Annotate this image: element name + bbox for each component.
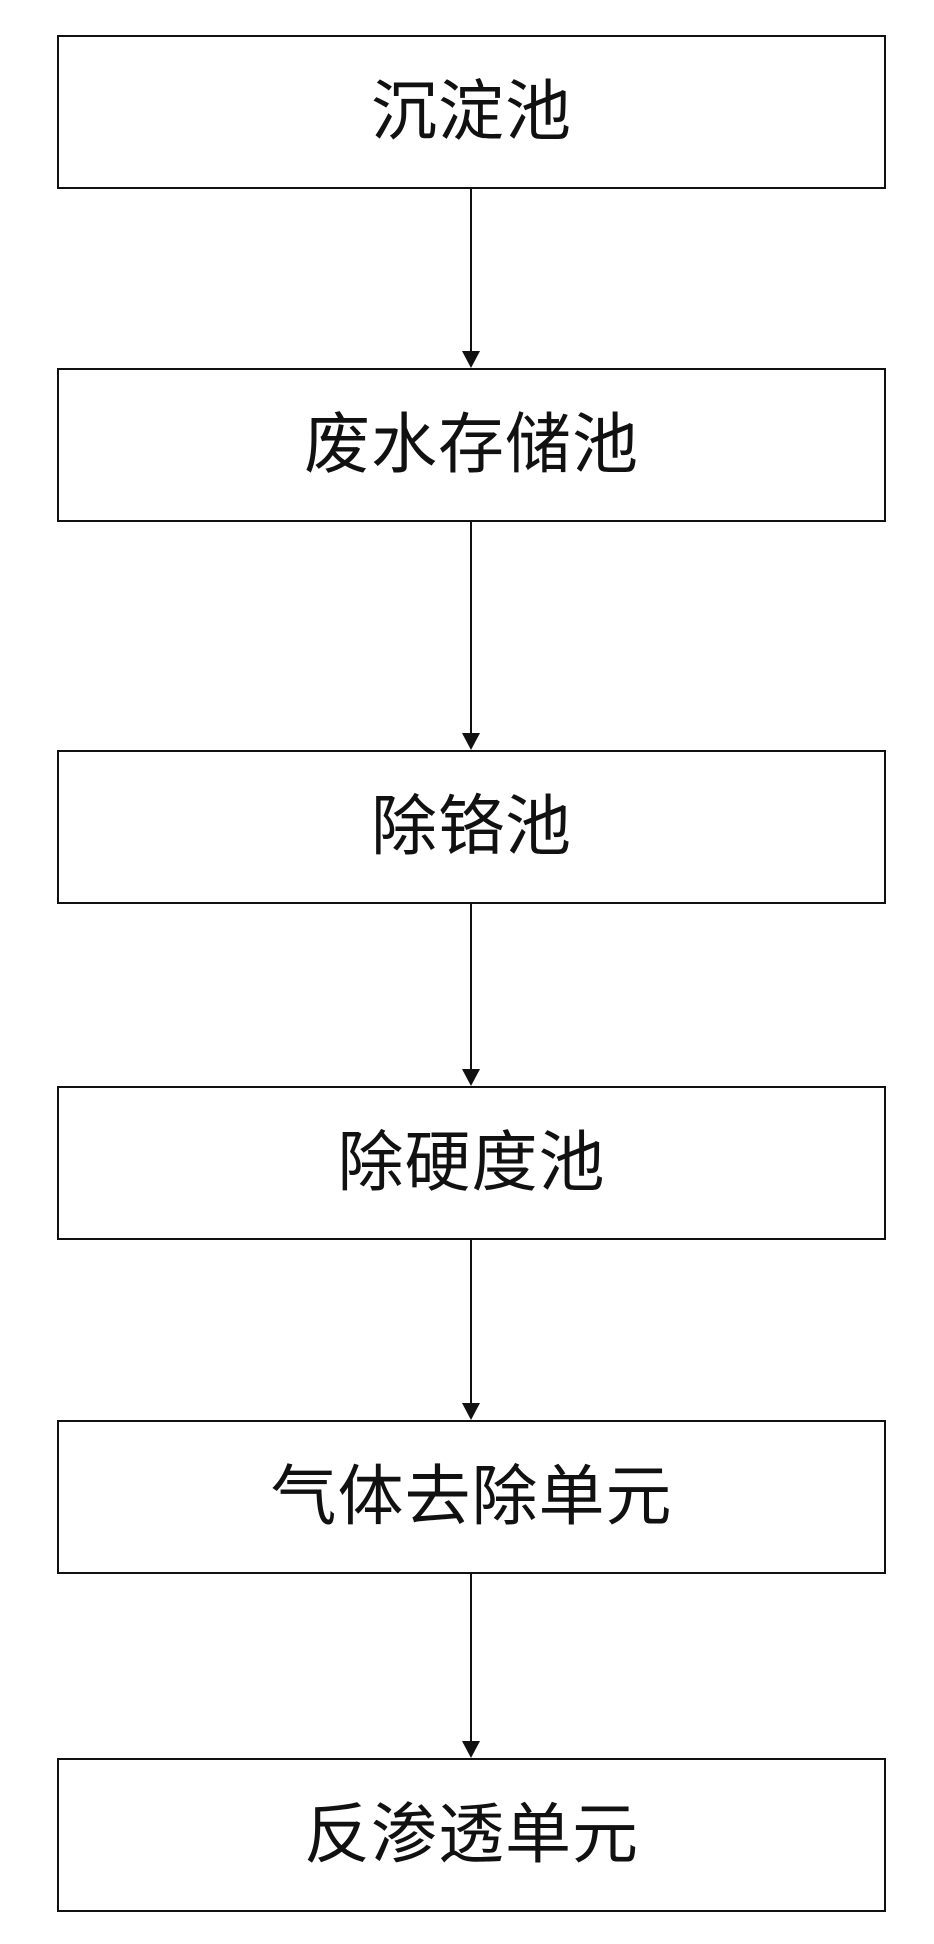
step-label: 气体去除单元 <box>270 1458 673 1535</box>
step-label: 反渗透单元 <box>304 1796 639 1873</box>
arrow-line <box>470 1240 472 1404</box>
arrow-down-icon <box>462 351 480 368</box>
flow-arrow-2 <box>462 522 480 750</box>
step-box-wastewater-storage-tank: 废水存储池 <box>57 368 886 522</box>
arrow-line <box>470 1574 472 1742</box>
step-label: 除铬池 <box>371 788 572 865</box>
arrow-line <box>470 904 472 1070</box>
arrow-down-icon <box>462 733 480 750</box>
arrow-down-icon <box>462 1741 480 1758</box>
step-box-gas-removal-unit: 气体去除单元 <box>57 1420 886 1574</box>
flow-arrow-1 <box>462 189 480 368</box>
arrow-down-icon <box>462 1403 480 1420</box>
step-label: 沉淀池 <box>371 73 572 150</box>
flow-arrow-3 <box>462 904 480 1086</box>
arrow-line <box>470 189 472 352</box>
step-box-chromium-removal-tank: 除铬池 <box>57 750 886 904</box>
flow-arrow-5 <box>462 1574 480 1758</box>
step-box-reverse-osmosis-unit: 反渗透单元 <box>57 1758 886 1912</box>
step-label: 除硬度池 <box>337 1124 606 1201</box>
step-label: 废水存储池 <box>304 406 639 483</box>
arrow-line <box>470 522 472 734</box>
step-box-hardness-removal-tank: 除硬度池 <box>57 1086 886 1240</box>
flow-arrow-4 <box>462 1240 480 1420</box>
arrow-down-icon <box>462 1069 480 1086</box>
step-box-sedimentation-tank: 沉淀池 <box>57 35 886 189</box>
